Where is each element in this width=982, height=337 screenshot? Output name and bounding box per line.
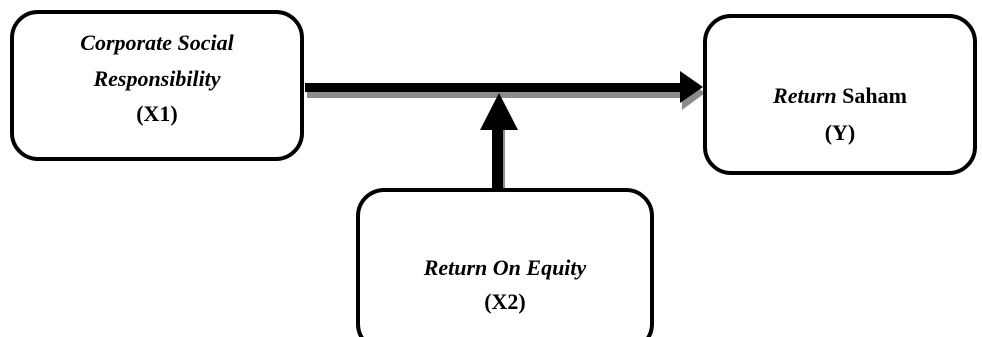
- node-x2-code: (X2): [484, 289, 526, 314]
- arrow-x2-shaft: [492, 128, 503, 192]
- node-x2-box: [356, 188, 654, 337]
- node-y-code: (Y): [825, 120, 856, 145]
- node-y-label-upright: Saham: [842, 83, 907, 108]
- node-x1-label-line1: Corporate Social: [80, 30, 234, 55]
- arrow-x1-to-y-head: [680, 71, 703, 103]
- node-x2-label: Return On Equity: [423, 255, 587, 280]
- node-y: Return Saham (Y): [703, 14, 977, 175]
- arrow-x1-to-y-shadow: [307, 89, 685, 98]
- node-x1: Corporate Social Responsibility (X1): [10, 10, 304, 161]
- node-x2: Return On Equity (X2): [356, 188, 654, 337]
- arrow-x1-to-y-shaft: [305, 83, 683, 92]
- node-y-box: [703, 14, 977, 175]
- node-y-label-italic: Return: [772, 83, 837, 108]
- arrow-x2-head: [480, 93, 518, 130]
- node-x1-box: [10, 10, 304, 161]
- node-y-label: Return Saham: [772, 83, 907, 108]
- arrow-x2-to-relationship: [480, 93, 518, 194]
- node-x1-label-line2: Responsibility: [92, 66, 220, 91]
- node-x1-code: (X1): [136, 101, 178, 126]
- arrow-x1-to-y: [305, 71, 705, 110]
